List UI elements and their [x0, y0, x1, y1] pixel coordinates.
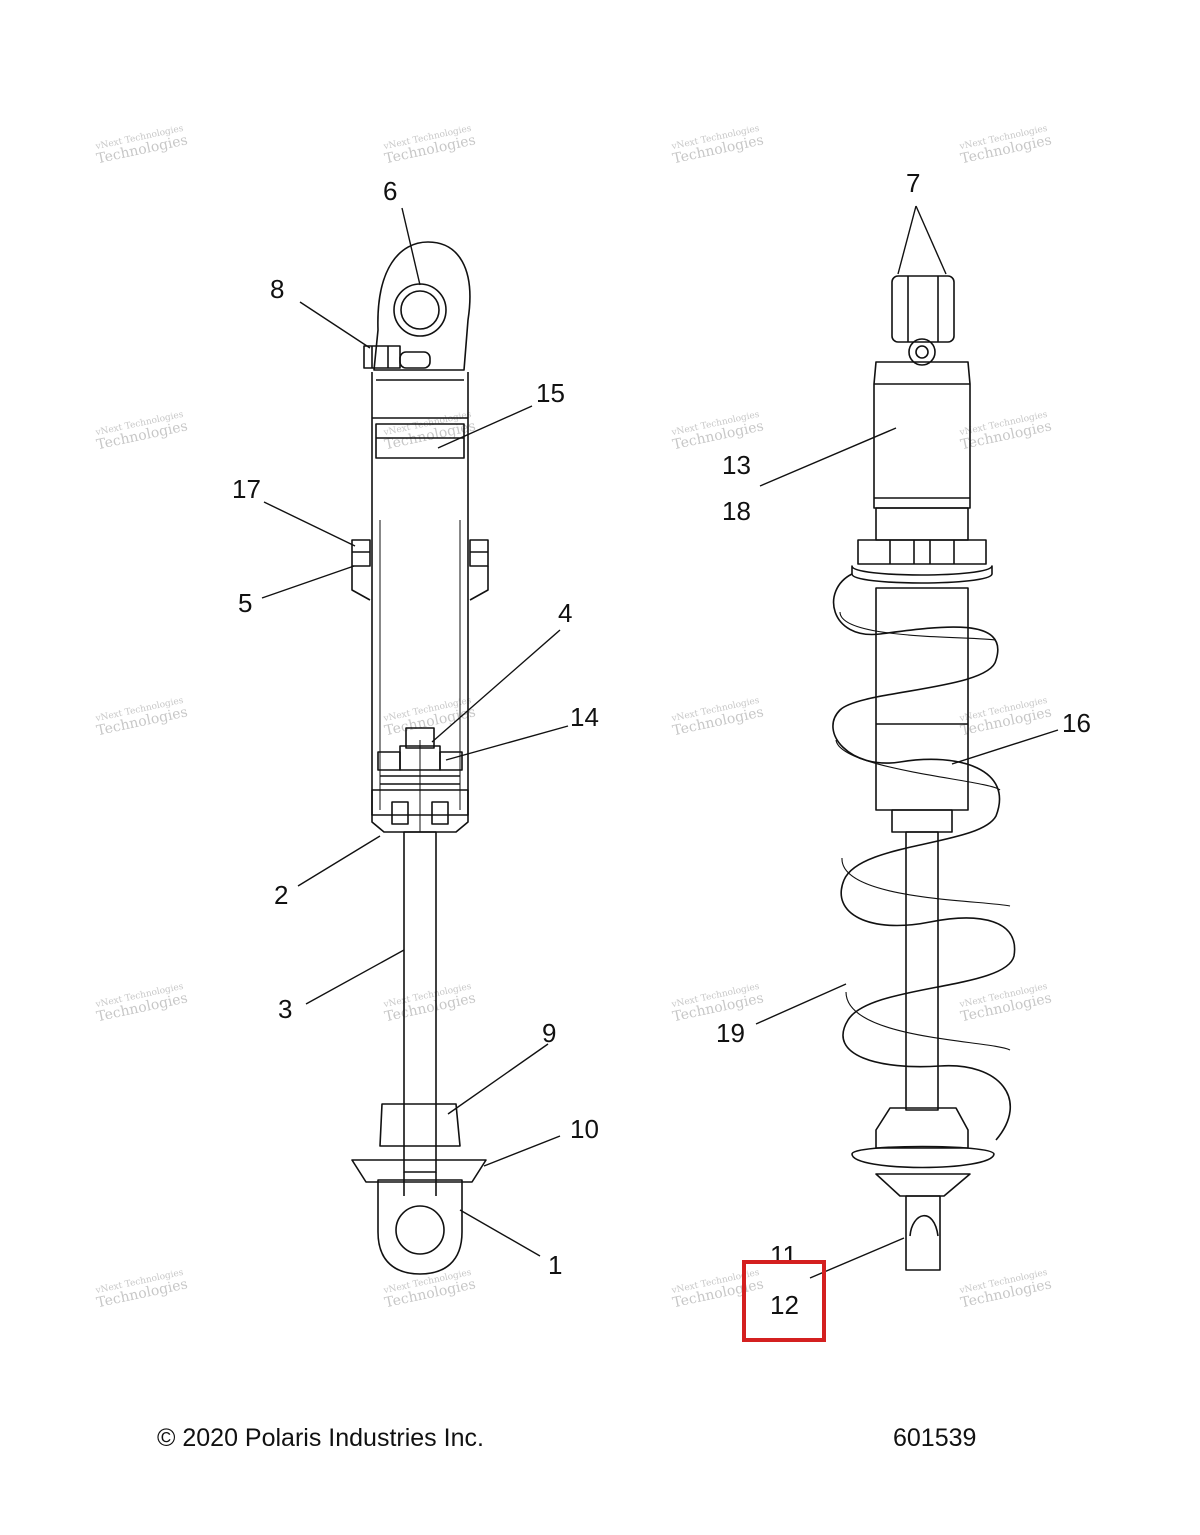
- callout-numbers: 6 8 15 17 5 4 14 2 3 9 10 1 7 13 18 16 1…: [232, 168, 1091, 1320]
- adjuster-ring: [857, 539, 987, 565]
- collar: [875, 507, 969, 541]
- copyright-text: © 2020 Polaris Industries Inc.: [157, 1424, 484, 1452]
- floating-piston: [375, 423, 465, 459]
- callout-8: 8: [270, 274, 284, 304]
- shaft-seal: [891, 809, 953, 833]
- bottom-eyelet: [377, 1179, 463, 1275]
- piston-ring-left: [377, 751, 401, 771]
- callout-17: 17: [232, 474, 261, 504]
- bump-stop-right: [875, 1107, 969, 1149]
- seat-cone: [875, 1173, 971, 1197]
- callout-4: 4: [558, 598, 572, 628]
- spring-seat: [351, 1159, 487, 1183]
- callout-19: 19: [716, 1018, 745, 1048]
- piston-ring-14: [439, 751, 463, 771]
- callout-6: 6: [383, 176, 397, 206]
- fitting-cap: [399, 351, 431, 369]
- upper-spring-seat: [851, 565, 993, 584]
- shaft-right: [905, 831, 939, 1111]
- top-clevis: [891, 275, 955, 343]
- callout-12: 12: [770, 1290, 799, 1320]
- left-shock-cutaway: [351, 241, 489, 1275]
- highlight-box: [742, 1260, 826, 1342]
- callout-18: 18: [722, 496, 751, 526]
- callout-5: 5: [238, 588, 252, 618]
- clip-17: [351, 539, 371, 567]
- bottom-eyelet-bore: [395, 1205, 445, 1255]
- callout-13: 13: [722, 450, 751, 480]
- callout-10: 10: [570, 1114, 599, 1144]
- callout-11: 11: [770, 1240, 797, 1270]
- clip-right: [469, 539, 489, 567]
- bump-stop: [379, 1103, 461, 1147]
- callout-1: 1: [548, 1250, 562, 1280]
- fitting-8: [363, 345, 401, 369]
- right-shock-assembled: [832, 275, 1016, 1271]
- document-number: 601539: [893, 1424, 977, 1452]
- coil-spring: [832, 573, 1016, 1141]
- bearing-cap: [371, 789, 469, 833]
- lower-spring-seat: [851, 1145, 995, 1169]
- callout-9: 9: [542, 1018, 556, 1048]
- callout-15: 15: [536, 378, 565, 408]
- top-eyelet-bore: [400, 290, 440, 330]
- clip-5: [351, 566, 371, 601]
- callout-7: 7: [906, 168, 920, 198]
- callout-16: 16: [1062, 708, 1091, 738]
- callout-3: 3: [278, 994, 292, 1024]
- body-16: [875, 587, 969, 811]
- bottom-clevis: [905, 1195, 941, 1271]
- callout-2: 2: [274, 880, 288, 910]
- clevis-bolt: [908, 338, 936, 366]
- top-eyelet-housing: [373, 241, 471, 371]
- callout-14: 14: [570, 702, 599, 732]
